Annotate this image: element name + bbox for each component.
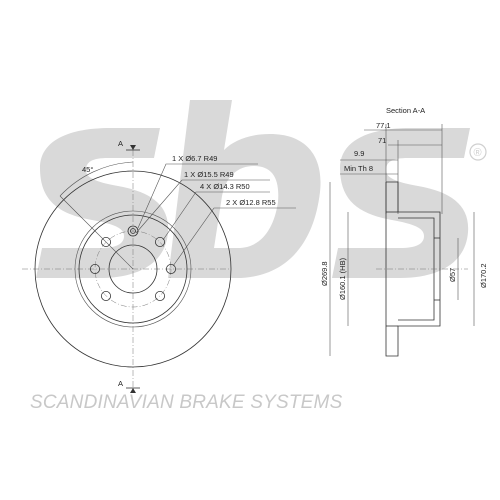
front-view: A A 45° 1 X Ø6.7 R49 1 X Ø15.5 R49 4 X Ø… bbox=[22, 139, 296, 393]
sbs-watermark-logo: ® bbox=[36, 100, 487, 278]
bolt-hole-1 bbox=[154, 236, 165, 247]
section-arrow-bottom bbox=[130, 388, 136, 393]
dim-outer-diameter: Ø269.8 bbox=[320, 261, 329, 286]
callout-text-2: 1 X Ø15.5 R49 bbox=[184, 170, 234, 179]
watermark-letter-s-right bbox=[332, 128, 470, 278]
section-label-bottom: A bbox=[118, 379, 123, 388]
watermark-letter-b bbox=[168, 100, 321, 278]
friction-ring-inner-edge bbox=[74, 210, 192, 328]
callout-leader-4 bbox=[172, 207, 296, 267]
section-view: Section A-A 77.1 71 9.9 Min Th 8 Ø269.8 … bbox=[320, 106, 488, 357]
dim-overall-width: 77.1 bbox=[376, 121, 391, 130]
dim-center-bore: Ø57 bbox=[448, 268, 457, 282]
section-label-top: A bbox=[118, 139, 123, 148]
disc-outer-edge bbox=[34, 170, 232, 368]
callout-leader-3 bbox=[162, 191, 270, 241]
dim-hat-diameter: Ø170.2 bbox=[479, 263, 488, 288]
bolt-hole-3 bbox=[154, 290, 165, 301]
angle-reference-line bbox=[59, 195, 134, 270]
dim-hub-bore-diameter: Ø160.1 (HB) bbox=[338, 257, 347, 300]
registered-mark-ring bbox=[469, 143, 487, 161]
pin-hole-top bbox=[130, 228, 136, 234]
disc-section-outline bbox=[385, 181, 441, 357]
registered-mark: ® bbox=[474, 147, 482, 159]
angle-arc bbox=[59, 161, 134, 197]
hat-outer-edge bbox=[78, 214, 188, 324]
dim-thickness: 9.9 bbox=[354, 149, 364, 158]
callout-text-3: 4 X Ø14.3 R50 bbox=[200, 182, 250, 191]
bolt-hole-6 bbox=[101, 236, 112, 247]
bolt-hole-2 bbox=[165, 263, 176, 274]
callout-text-1: 1 X Ø6.7 R49 bbox=[172, 154, 217, 163]
callout-text-4: 2 X Ø12.8 R55 bbox=[226, 198, 276, 207]
callout-leader-1 bbox=[137, 163, 258, 229]
section-arrow-top bbox=[130, 145, 136, 150]
section-title: Section A-A bbox=[386, 106, 425, 115]
bolt-hole-4 bbox=[101, 290, 112, 301]
callout-leader-2 bbox=[135, 179, 270, 234]
watermark-letter-s-left bbox=[36, 128, 169, 278]
center-bore bbox=[108, 244, 158, 294]
min-thickness: Min Th 8 bbox=[344, 164, 373, 173]
bolt-hole-5 bbox=[90, 263, 101, 274]
bolt-circle bbox=[94, 230, 172, 308]
angle-label: 45° bbox=[82, 165, 93, 174]
brand-line-text: SCANDINAVIAN BRAKE SYSTEMS bbox=[30, 392, 343, 413]
dim-inner-width: 71 bbox=[378, 136, 386, 145]
